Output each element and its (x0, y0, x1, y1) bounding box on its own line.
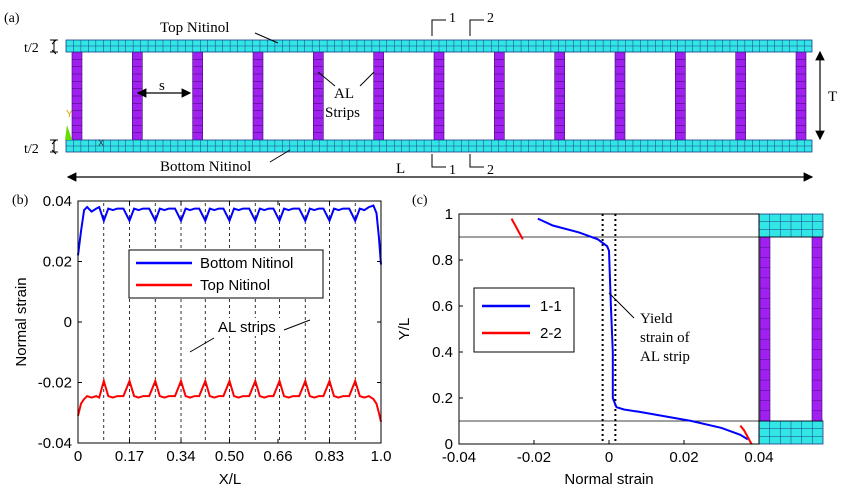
section-1-marker-bottom (431, 154, 446, 168)
half-thickness-top-dim (50, 39, 58, 55)
al-strips-annotation: AL strips (218, 319, 276, 336)
legend-label-1-1: 1-1 (540, 298, 562, 315)
panel-b-legend-box (128, 249, 324, 299)
bottom-nitinol-label: Bottom Nitinol (160, 159, 251, 175)
al-strips-label-line2: Strips (325, 105, 360, 121)
panel-c-series (510, 217, 753, 445)
half-thickness-bottom-label: t/2 (24, 142, 39, 157)
axis-y-label: Y (66, 109, 73, 120)
top-nitinol-leader (254, 32, 279, 44)
panel-b-series (77, 204, 382, 423)
panel-c-y-ticks: 0 0.2 0.4 0.6 0.8 1 (432, 206, 463, 453)
y-tick-label: 0.04 (43, 193, 72, 210)
length-L-label: L (396, 161, 405, 177)
al-strips-label-line1: AL (334, 86, 354, 102)
yield-annotation-line1: Yield (640, 311, 673, 327)
legend-label-top-nitinol: Top Nitinol (200, 277, 270, 294)
x-tick-label: 0.83 (315, 448, 344, 465)
section-2-marker-bottom (469, 154, 484, 168)
panel-c-interface-lines (459, 236, 823, 422)
panel-c-strip-schematic (758, 213, 824, 445)
thickness-T-label: T (828, 89, 837, 105)
panel-b-y-ticks: -0.04 -0.02 0 0.02 0.04 (38, 193, 381, 452)
panel-c-legend: 1-1 2-2 (473, 287, 575, 353)
section-2-bottom-label: 2 (487, 163, 494, 178)
al-strips-leader-left (317, 71, 336, 87)
x-tick-label: 0.04 (744, 449, 773, 466)
panel-b-label: (b) (12, 193, 29, 208)
y-tick-label: 0.8 (432, 252, 453, 269)
series-line-1-1 (537, 217, 749, 441)
x-tick-label: 0.50 (215, 448, 244, 465)
section-1-top-label: 1 (449, 11, 456, 26)
y-tick-label: 0 (445, 436, 453, 453)
top-nitinol-label: Top Nitinol (160, 20, 229, 36)
al-strips-annotation-leader-left (189, 337, 215, 353)
panel-c-chart: (c) -0.04 -0.02 0 0.02 0.04 0 0.2 0.4 0.6 0.8 1 N… (396, 193, 824, 488)
axis-x-label: X (98, 138, 104, 148)
al-strips-annotation-leader-right (283, 319, 311, 331)
panel-c-y-axis-label: Y/L (396, 318, 413, 341)
section-1-marker-top (431, 19, 446, 36)
y-tick-label: 0.02 (43, 254, 72, 271)
y-tick-label: -0.02 (38, 375, 72, 392)
panel-a-label: (a) (4, 11, 20, 26)
x-tick-label: -0.02 (517, 449, 551, 466)
x-tick-label: 0.17 (115, 448, 144, 465)
legend-label-2-2: 2-2 (540, 325, 562, 342)
al-strips-annotation-bg (214, 318, 284, 336)
yield-annotation-line3: AL strip (640, 349, 690, 365)
y-tick-label: 0.4 (432, 344, 453, 361)
panel-c-x-axis-label: Normal strain (564, 471, 653, 488)
series-line-bottom-nitinol (77, 204, 382, 265)
panel-b-x-axis-label: X/L (219, 471, 242, 488)
x-tick-label: 0.02 (669, 449, 698, 466)
half-thickness-top-label: t/2 (24, 41, 39, 56)
section-2-top-label: 2 (487, 11, 494, 26)
bottom-nitinol-leader (269, 149, 291, 163)
x-tick-label: 0.34 (166, 448, 195, 465)
panel-b-x-ticks: 0 0.17 0.34 0.50 0.66 0.83 1.0 (74, 201, 392, 465)
series-line-2-2 (739, 424, 753, 445)
al-strips-leader-right (359, 71, 375, 87)
legend-label-bottom-nitinol: Bottom Nitinol (200, 255, 293, 272)
y-tick-label: -0.04 (38, 435, 72, 452)
panel-a-schematic: (a) Top Nitinol Bottom Nitinol AL Strips… (4, 11, 837, 182)
panel-c-label: (c) (412, 193, 428, 208)
x-tick-label: 0 (74, 448, 82, 465)
spacing-s-label: s (159, 78, 165, 94)
al-strips-group (71, 51, 807, 141)
top-nitinol-layer (65, 39, 813, 53)
series-line-2-2 (510, 218, 524, 240)
panel-b-legend: Bottom Nitinol Top Nitinol (128, 249, 324, 299)
series-line-top-nitinol (77, 377, 382, 423)
section-2-marker-top (469, 19, 484, 36)
yield-annotation-leader (608, 292, 635, 319)
coordinate-triad-icon (65, 125, 72, 140)
panel-c-x-ticks: -0.04 -0.02 0 0.02 0.04 (442, 440, 774, 466)
x-tick-label: 0.66 (263, 448, 292, 465)
yield-annotation-line2: strain of (640, 330, 690, 346)
section-1-bottom-label: 1 (449, 163, 456, 178)
panel-c-legend-box (473, 287, 575, 353)
bottom-nitinol-layer (65, 139, 813, 153)
x-tick-label: 0 (605, 449, 613, 466)
y-tick-label: 0.6 (432, 298, 453, 315)
x-tick-label: 1.0 (371, 448, 392, 465)
y-tick-label: 0.2 (432, 390, 453, 407)
half-thickness-bottom-dim (50, 139, 58, 155)
panel-b-y-axis-label: Normal strain (13, 277, 30, 366)
y-tick-label: 0 (64, 314, 72, 331)
x-tick-label: -0.04 (442, 449, 476, 466)
y-tick-label: 1 (445, 206, 453, 223)
